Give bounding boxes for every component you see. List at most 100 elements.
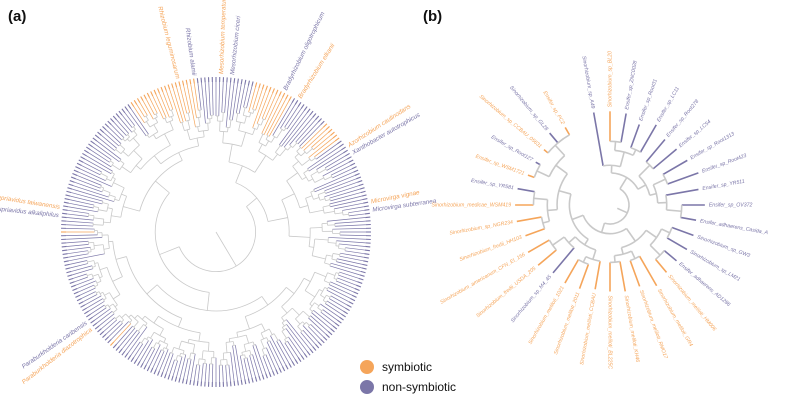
tree-a-tip-mark [90,319,95,324]
tree-a-leaf-branch [330,262,361,272]
tree-a-tip-mark [133,100,138,105]
tree-a-leaf-branch [348,213,365,217]
tree-a-leaf-branch [345,247,365,251]
tree-a-internal-branch [241,132,247,147]
tree-a-leaf-branch [243,85,249,108]
tree-a-internal-arc [225,341,234,343]
tree-a-internal-branch [171,109,174,116]
tree-b-leaf-branch [564,259,580,284]
tree-a-tip-mark [288,96,292,102]
tree-a-tip-mark [354,173,360,176]
tree-a-tip-mark [233,78,236,84]
tree-a-leaf-branch [197,364,201,381]
tree-a-internal-branch [192,344,196,354]
tree-b-leaf-branch [517,187,535,193]
tree-a-internal-branch [150,332,155,339]
tree-a-label: Mesorhizobium temperatum [218,0,228,74]
tree-a-internal-branch [100,173,108,178]
tree-a-tip-mark [254,376,258,382]
tree-a-tip-mark [247,378,250,384]
tree-a-internal-arc [198,129,209,132]
tree-a-leaf-branch [310,324,324,338]
tree-a-tip-mark [294,359,299,364]
tree-a-internal-branch [281,327,285,331]
tree-b-leaf-branch [630,124,641,148]
tree-a-internal-branch [90,248,95,250]
tree-a-tip-mark [107,120,112,126]
tree-a-tip-mark [303,353,308,358]
tree-a-internal-branch [146,121,151,128]
tree-a-internal-branch [159,246,180,255]
tree-a-leaf-branch [84,295,102,306]
tree-a-internal-branch [103,221,111,224]
tree-a-internal-arc [243,106,247,109]
tree-a-tip-mark [360,190,366,194]
tree-a-leaf-branch [165,353,174,374]
tree-a-internal-branch [281,193,295,201]
tree-a-leaf-branch [332,168,353,179]
tree-a-tip-mark [67,187,73,190]
tree-a-leaf-branch [94,308,111,321]
tree-b-label: Sinorhizobium_americanum_CFN_EI_156 [439,252,526,306]
tree-b-internal-arc [630,146,641,153]
tree-a-leaf-branch [136,104,145,118]
tree-a-tip-mark [345,152,350,157]
tree-a-tip-mark [76,297,82,302]
tree-a-leaf-branch [66,244,89,247]
tree-a-internal-arc [324,167,328,171]
tree-a-leaf-branch [280,104,296,129]
tree-b-internal-branch [649,192,657,197]
tree-a-tip-mark [306,108,311,114]
tree-a-leaf-branch [238,84,246,114]
tree-a-tip-mark [337,319,342,324]
tree-a-leaf-branch [81,291,96,299]
tree-a-tip-mark [130,357,135,362]
tree-a-internal-arc [189,136,205,141]
tree-a-internal-arc [266,340,270,343]
tree-b-leaf-branch [652,148,678,170]
tree-b-leaf-branch [629,260,641,287]
tree-a-tip-mark [146,92,151,98]
tree-a-tip-mark [174,82,178,88]
tree-a-internal-arc [260,328,270,334]
tree-a-leaf-branch [330,199,363,208]
tree-a-internal-branch [275,145,281,153]
tree-a-internal-arc [320,309,324,313]
tree-a-leaf-branch [328,287,351,299]
tree-a-leaf-branch [336,258,363,265]
tree-a-internal-arc [156,284,263,312]
tree-a-leaf-branch [246,86,253,109]
tree-a-leaf-branch [328,237,366,240]
tree-a-leaf-branch [342,206,364,211]
tree-b-label: Ensifer_sp_LC54 [678,119,712,149]
tree-a-leaf-branch [149,344,161,367]
tree-a-leaf-branch [310,315,329,332]
tree-a-internal-branch [94,284,99,287]
tree-a-internal-branch [324,262,331,265]
tree-a-tip-mark [73,169,79,173]
tree-a-tip-mark [86,313,91,318]
tree-a-tip-mark [353,169,359,173]
tree-a-internal-branch [286,172,298,182]
tree-a-internal-branch [99,267,108,271]
tree-a-leaf-branch [221,82,224,113]
tree-a-internal-branch [324,210,335,214]
tree-a-leaf-branch [186,359,192,380]
legend-item-symbiotic: symbiotic [360,357,456,377]
tree-a-tip-mark [97,131,102,136]
tree-a-tip-mark [343,149,348,154]
tree-a-tip-mark [62,249,68,252]
tree-a-tip-mark [196,380,199,386]
tree-a-tip-mark [361,267,367,270]
tree-b-internal-arc [666,227,673,239]
tree-a-tip-mark [363,256,369,259]
tree-a-leaf-branch [68,253,105,262]
tree-a-leaf-branch [169,89,181,124]
tree-a-leaf-branch [116,119,130,134]
tree-a-internal-branch [153,316,159,324]
tree-a-leaf-branch [265,354,273,372]
tree-b-label: Sinorhizobium_sp_CCBAU_05631 [478,94,543,150]
tree-a-internal-branch [198,117,201,127]
tree-a-tip-mark [320,338,325,344]
tree-a-tip-mark [78,159,84,163]
